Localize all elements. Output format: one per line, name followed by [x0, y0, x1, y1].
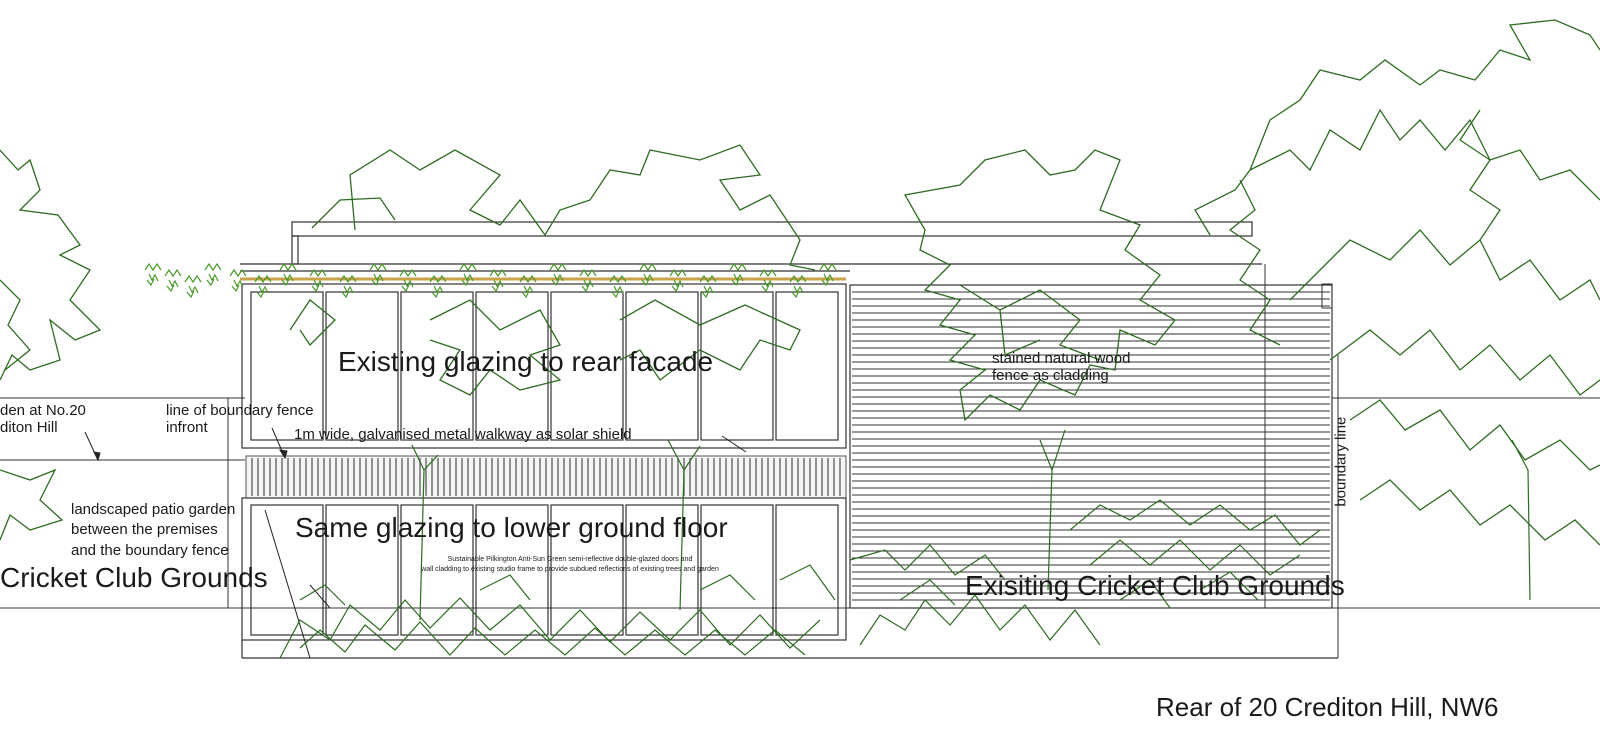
boundary-marker [1332, 355, 1344, 658]
tree-canopies [0, 19, 1600, 546]
label-cricket-left: Cricket Club Grounds [0, 562, 268, 593]
label-patio-line2: between the premises [71, 521, 218, 539]
annotation-leaders [84, 427, 747, 659]
label-same-glazing: Same glazing to lower ground floor [295, 512, 728, 543]
label-walkway: 1m wide, galvanised metal walkway as sol… [294, 426, 632, 443]
ground-shrubs [279, 499, 1321, 659]
label-garden-no20-line1: den at No.20 [0, 402, 86, 419]
label-fence-cladding: stained natural wood fence as cladding [992, 350, 1130, 385]
label-glazing-spec-line2: wall cladding to existing studio frame t… [421, 565, 719, 573]
label-boundary-fence-line2: infront [166, 419, 208, 437]
label-garden-no20-line2: diton Hill [0, 419, 58, 437]
label-patio-garden: landscaped patio garden between the prem… [71, 500, 235, 561]
label-patio-line1: landscaped patio garden [71, 501, 236, 518]
label-boundary-line: boundary line [1332, 416, 1350, 507]
climbing-vine [144, 262, 837, 299]
roof-parapet [240, 221, 1262, 272]
label-garden-no20: den at No.20 diton Hill [0, 402, 86, 437]
walkway-solar-shield [245, 455, 847, 499]
label-boundary-fence-line1: line of boundary fence [166, 402, 314, 419]
label-existing-glazing: Existing glazing to rear facade [338, 346, 714, 377]
timber-fence-cladding [849, 264, 1333, 609]
label-boundary-fence: line of boundary fence infront [166, 402, 314, 437]
label-patio-line3: and the boundary fence [71, 541, 229, 559]
ground-lines [0, 397, 1600, 609]
label-glazing-spec-line1: Sustainable Pilkington Anti-Sun Green se… [447, 556, 693, 563]
label-fence-cladding-line2: fence as cladding [992, 367, 1109, 385]
lower-floor-glazing [241, 497, 1338, 659]
label-fence-cladding-line1: stained natural wood [992, 350, 1131, 367]
drawing-caption: Rear of 20 Crediton Hill, NW6 [1156, 692, 1499, 722]
label-glazing-spec: Sustainable Pilkington Anti-Sun Green se… [360, 555, 780, 575]
label-cricket-right: Exisiting Cricket Club Grounds [965, 570, 1345, 601]
